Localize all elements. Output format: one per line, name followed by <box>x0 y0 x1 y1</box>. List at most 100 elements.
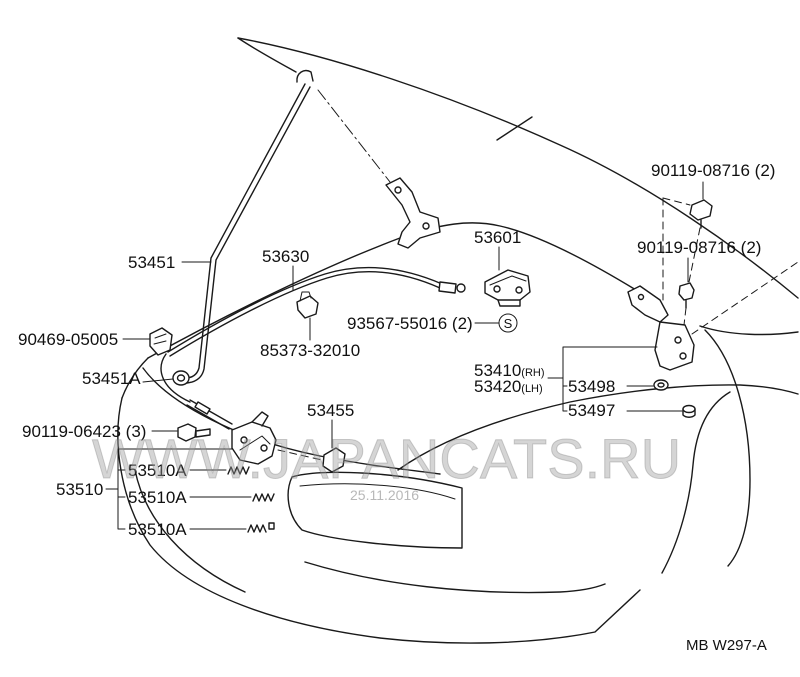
hinge-body <box>654 321 695 371</box>
symbol-circle <box>498 313 518 333</box>
lock-hole <box>260 444 268 452</box>
watermark-date: 25.11.2016 <box>350 487 419 503</box>
lock-body <box>231 421 277 465</box>
hood-crease-line <box>496 116 533 141</box>
cushion-top <box>682 404 696 414</box>
hinge-assembly-lines <box>662 197 701 326</box>
hood-hinge <box>627 285 695 371</box>
hood-release-cable <box>160 267 466 430</box>
rod-hook <box>296 69 314 83</box>
part-label: 53510A <box>128 488 187 507</box>
part-labels: 90119-08716 (2) 90119-08716 (2) 53601 53… <box>18 161 775 654</box>
cable-clamp <box>296 291 319 319</box>
hinge-callout-bracket <box>547 346 658 412</box>
part-label: 53451 <box>128 253 175 272</box>
hood-front-edge <box>237 37 799 299</box>
front-corner-line <box>121 357 149 399</box>
striker-bracket-hole <box>493 285 501 293</box>
hinge-number: 53420 <box>474 377 521 396</box>
washer-inner <box>657 382 665 388</box>
part-label: 53510A <box>128 461 187 480</box>
rod-line-b <box>186 86 311 384</box>
striker-bracket-body <box>484 269 531 301</box>
assembly-line <box>688 227 701 283</box>
headlight <box>287 471 463 549</box>
hinge-hole <box>637 293 645 301</box>
bumper-inner-line <box>134 469 246 593</box>
part-label: 53451A <box>82 369 141 388</box>
cable-lower-run <box>160 353 191 403</box>
part-label: 53455 <box>307 401 354 420</box>
hinge-upper-arm <box>627 285 669 323</box>
hinge-side: (LH) <box>521 383 542 395</box>
lock-bolts <box>177 423 211 442</box>
lock-lever <box>251 411 269 427</box>
cable-end-ball <box>456 283 466 293</box>
part-label: 90119-06423 (3) <box>22 422 146 441</box>
assembly-line <box>662 197 691 206</box>
striker-bracket <box>484 269 531 307</box>
hood-lock-bracket-body <box>385 177 441 249</box>
hood-lock <box>231 411 277 465</box>
hood-opening-edge <box>142 367 441 475</box>
part-label: 53601 <box>474 228 521 247</box>
part-label: 53510 <box>56 480 103 499</box>
assembly-line <box>277 449 323 461</box>
hood-hidden-edge <box>691 261 799 335</box>
symbol-letter: S <box>504 316 513 331</box>
part-label: 53510A <box>128 520 187 539</box>
lock-spring <box>227 466 250 475</box>
striker-bracket-hole <box>515 286 523 294</box>
leader-line <box>142 378 174 383</box>
small-bracket-body <box>322 447 346 473</box>
bolt-head <box>678 282 695 301</box>
cable-lock-end-b <box>186 404 230 430</box>
washer <box>653 379 669 391</box>
hinge-side: (RH) <box>521 367 544 379</box>
bolt-shank <box>195 428 211 438</box>
part-label: 90469-05005 <box>18 330 118 349</box>
lock-spring <box>252 493 275 502</box>
lock-hole <box>240 436 248 444</box>
part-label: 53497 <box>568 401 615 420</box>
hood-panel <box>147 37 799 359</box>
circled-symbol: S <box>498 313 518 333</box>
part-label: 90119-08716 (2) <box>637 238 761 257</box>
lock-latch-line <box>239 435 271 451</box>
fender-side-line <box>704 329 751 567</box>
hinge-hole <box>679 352 687 360</box>
hood-rear-edge-right <box>699 325 799 336</box>
hood-rear-edge <box>147 222 637 359</box>
part-label: 93567-55016 (2) <box>347 314 473 333</box>
rod-holder-clip <box>172 370 190 386</box>
hood-lock-bracket <box>385 177 441 249</box>
part-label: 90119-08716 (2) <box>651 161 775 180</box>
part-label: 53498 <box>568 377 615 396</box>
cushion <box>682 404 696 418</box>
rod-holder-hole <box>176 374 186 382</box>
cable-sleeve <box>194 401 211 415</box>
hinge-bolt-upper <box>689 199 713 229</box>
bracket-hole <box>394 186 402 194</box>
lock-callout-bracket <box>105 448 233 530</box>
hinge-bolt-lower <box>678 282 695 309</box>
lock-springs <box>227 466 275 533</box>
front-bumper <box>117 397 641 644</box>
leader-lines <box>105 181 704 530</box>
cable-clip-detail <box>153 333 167 345</box>
hinge-label-rh: 53410(RH) <box>474 361 545 380</box>
diagram-code: MB W297-A <box>686 637 767 654</box>
cable-end-fitting <box>438 281 457 294</box>
fender-top-line <box>397 384 799 471</box>
bolt-head <box>177 423 197 442</box>
small-bracket <box>277 447 346 473</box>
lock-spring <box>247 524 267 533</box>
part-label: 53630 <box>262 247 309 266</box>
bolt-head <box>689 199 713 221</box>
lower-grille-line <box>304 561 606 594</box>
wheel-arch <box>661 391 731 574</box>
spring-pin-head <box>268 522 275 530</box>
assembly-line <box>683 307 687 326</box>
striker-bracket-flange <box>497 299 521 307</box>
